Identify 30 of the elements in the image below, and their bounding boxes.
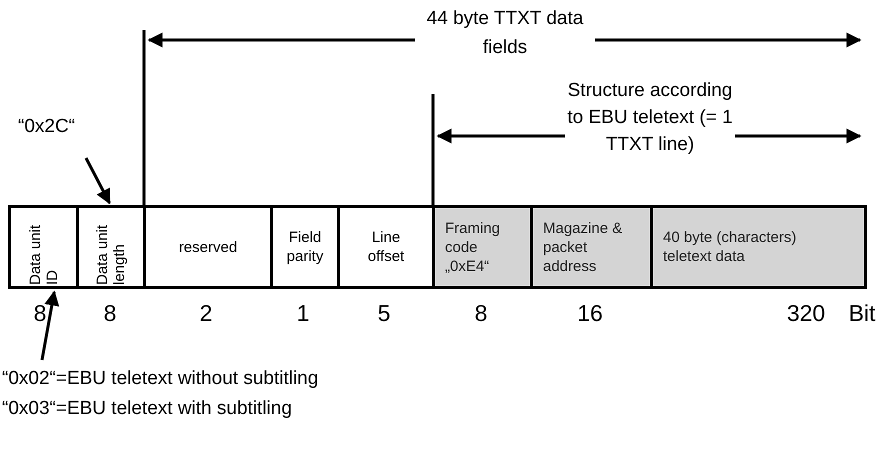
note-text: “0x02“=EBU teletext without subtitling bbox=[2, 367, 320, 391]
field-label: reserved bbox=[178, 238, 238, 256]
bit-count: 16 bbox=[576, 299, 604, 328]
field-label: Framing code „0xE4“ bbox=[445, 218, 502, 276]
field-label: Data unit ID bbox=[26, 224, 60, 285]
bit-count: 320 bbox=[786, 299, 826, 328]
bit-count: 8 bbox=[32, 299, 48, 328]
field-box bbox=[337, 205, 435, 289]
field-label: Field parity bbox=[286, 228, 324, 266]
bit-count: 8 bbox=[102, 299, 118, 328]
field-box bbox=[432, 205, 533, 289]
bit-count: Bit bbox=[848, 299, 876, 328]
field-label: Data unit length bbox=[94, 224, 128, 285]
note-text: “0x03“=EBU teletext with subtitling bbox=[2, 397, 293, 421]
bit-count: 1 bbox=[296, 299, 310, 328]
bit-count: 8 bbox=[474, 299, 488, 328]
bit-count: 5 bbox=[376, 299, 392, 328]
note-text: “0x2C“ bbox=[18, 115, 76, 139]
arrow bbox=[40, 290, 60, 360]
field-box bbox=[650, 205, 867, 289]
field-box bbox=[143, 205, 273, 289]
field-box bbox=[8, 205, 79, 289]
arrow bbox=[84, 157, 111, 204]
bit-count: 2 bbox=[198, 299, 214, 328]
field-box bbox=[76, 205, 146, 289]
field-label: Magazine & packet address bbox=[543, 218, 624, 276]
field-box bbox=[530, 205, 653, 289]
field-label: 40 byte (characters) teletext data bbox=[663, 228, 798, 266]
field-label: Line offset bbox=[366, 228, 406, 266]
field-box bbox=[270, 205, 340, 289]
